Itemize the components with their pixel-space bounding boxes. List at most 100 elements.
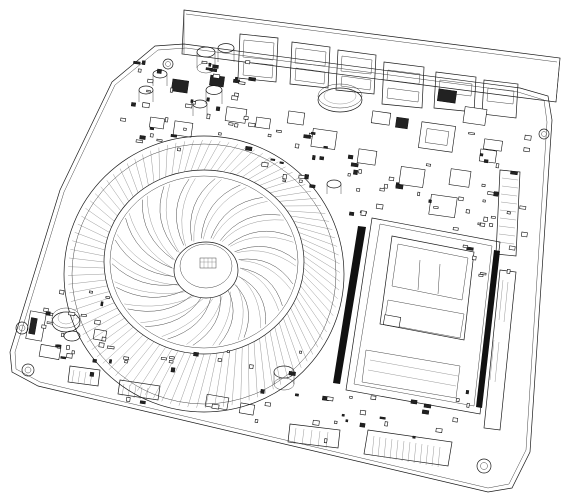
smd-component (519, 205, 527, 210)
fin-line (259, 338, 266, 394)
blade-line (186, 296, 223, 345)
blade-line (210, 197, 263, 239)
smd-component (228, 122, 234, 126)
smd-component (319, 156, 325, 161)
fin-line (210, 142, 230, 171)
smd-component (45, 311, 51, 316)
smd-component (124, 360, 129, 364)
fin-line (301, 279, 334, 316)
fin-line (216, 144, 238, 171)
io-port-icon (289, 41, 331, 89)
blade-line (192, 295, 221, 346)
smd-component (231, 95, 239, 101)
smd-component (206, 97, 210, 102)
fin-line (298, 232, 338, 247)
smd-component (211, 403, 220, 410)
smd-component (248, 364, 254, 370)
blade-line (212, 201, 268, 240)
io-port-icon (481, 79, 519, 119)
fan-blades (111, 178, 297, 346)
smd-component (212, 73, 221, 79)
smd-component (160, 356, 168, 361)
smd-component (94, 319, 101, 325)
fin-line (72, 297, 112, 311)
smd-component (185, 103, 193, 109)
smd-component (130, 102, 137, 107)
fin-line (90, 200, 115, 222)
fin-line (274, 327, 289, 380)
smd-component (356, 187, 361, 192)
blade-line (193, 179, 222, 242)
smd-component (139, 400, 146, 405)
smd-component (481, 183, 486, 188)
smd-component (248, 76, 257, 82)
fin-line (240, 346, 243, 404)
fin-line (184, 140, 194, 172)
fin-line (300, 238, 339, 256)
smd-component (435, 427, 443, 433)
fin-line (113, 174, 129, 202)
smd-component (208, 62, 212, 67)
blade-line (239, 267, 283, 306)
smd-component (488, 223, 494, 227)
blade-line (203, 187, 247, 240)
fin-line (108, 334, 144, 370)
smd-component (477, 222, 482, 226)
blade-line (240, 277, 261, 329)
blade-line (111, 263, 178, 286)
smd-component (169, 87, 174, 93)
blade-line (161, 298, 213, 337)
fin-line (68, 279, 106, 285)
right-connectors (483, 138, 521, 431)
smd-component (46, 321, 54, 325)
fin-line (269, 184, 306, 193)
fin-line (190, 139, 203, 171)
blade-line (236, 250, 296, 267)
blade-line (238, 276, 266, 325)
smd-component (520, 231, 528, 238)
fin-line (170, 353, 192, 404)
smd-component (323, 145, 328, 149)
smd-component (176, 147, 181, 152)
fin-line (223, 350, 231, 407)
smd-component (379, 187, 385, 192)
fin-line (187, 353, 205, 408)
smd-component (120, 117, 127, 122)
smd-component (425, 163, 432, 167)
smd-component (55, 344, 62, 348)
smd-component (66, 353, 73, 359)
fin-line (100, 186, 121, 211)
fin-line (196, 353, 211, 408)
smd-component (384, 421, 389, 427)
smd-component (264, 401, 272, 407)
blade-line (116, 287, 184, 298)
fin-line (96, 326, 134, 357)
smd-component (98, 342, 105, 348)
fin-line (74, 232, 106, 245)
smd-component (417, 191, 421, 197)
smd-component (412, 435, 416, 439)
small-components (41, 59, 532, 444)
fin-line (298, 291, 327, 333)
fin-line (287, 313, 308, 362)
smd-component (108, 359, 113, 364)
mounting-hole-icon (21, 363, 35, 377)
fin-line (290, 215, 330, 222)
fin-line (82, 312, 121, 335)
smd-component (468, 131, 475, 136)
smd-component (146, 89, 151, 93)
smd-component (65, 345, 71, 351)
smd-component (238, 81, 246, 85)
smd-component (353, 169, 359, 175)
smd-component (298, 179, 303, 184)
fin-line (127, 163, 139, 193)
blade-line (234, 284, 249, 338)
blade-line (181, 178, 196, 247)
smd-component (483, 159, 489, 164)
fin-line (129, 344, 160, 387)
smd-component (288, 371, 296, 376)
smd-component (125, 396, 131, 402)
mounting-hole-icon (538, 128, 550, 140)
fin-line (229, 149, 255, 174)
